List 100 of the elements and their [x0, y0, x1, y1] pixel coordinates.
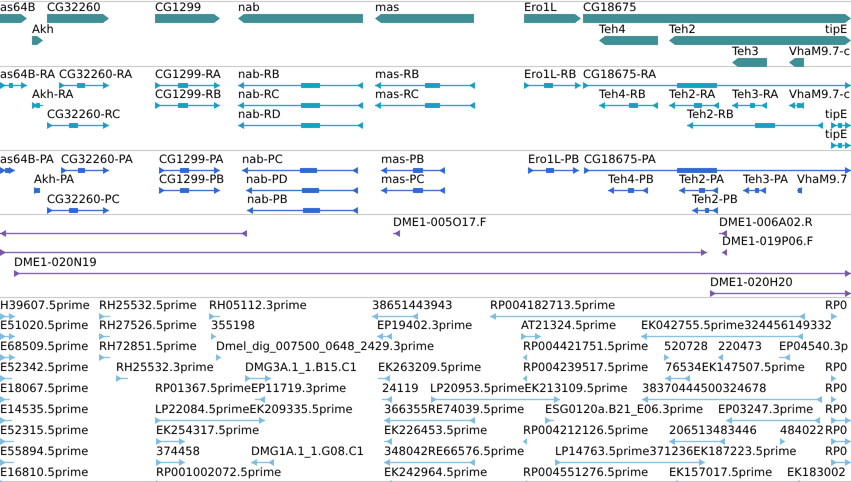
protein-label: VhaM9.7 [797, 173, 848, 186]
est-label: 24119 [382, 382, 419, 395]
est-label: RP0 [825, 361, 848, 374]
est-label: DMG1A.1_1.G08.C1 [251, 445, 364, 458]
est-label: RP001002072.5prime [156, 466, 282, 479]
est-label: 38651443943 [372, 299, 452, 312]
est-label: E18067.5prime [0, 382, 88, 395]
transcript-label: tipE [825, 108, 848, 121]
gene-label: mas [375, 1, 400, 14]
protein-label: Akh-PA [34, 173, 74, 186]
gene-label: Teh2 [669, 23, 696, 36]
est-label: EK263209.5prime [378, 361, 482, 374]
est-label: RP0 [825, 445, 848, 458]
est-label: E52315.5prime [0, 424, 88, 437]
est-label: LP22084.5primeEK209335.5prime [155, 403, 353, 416]
gene-label: CG18675 [583, 1, 637, 14]
clone-label: DME1-019P06.F [722, 235, 814, 248]
est-label: EP03247.3prime [718, 403, 814, 416]
est-label: RP004421751.5prime [523, 340, 648, 353]
gene-label: nab [238, 1, 260, 14]
transcript-label: VhaM9.7-c [789, 88, 850, 101]
transcript-label: mas-RB [375, 68, 420, 81]
est-label: RH27526.5prime [99, 319, 197, 332]
protein-label: CG32260-PA [61, 153, 133, 166]
est-label: Dmel_dig_007500_0648_2429.3prime [216, 340, 434, 353]
protein-label: Teh2-PB [692, 193, 738, 206]
protein-label: nab-PB [247, 193, 288, 206]
transcript-label: nab-RD [238, 108, 281, 121]
est-label: 76534EK147507.5prime [665, 361, 805, 374]
est-label: EP04540.3p [779, 340, 848, 353]
protein-label: CG1299-PA [159, 153, 224, 166]
transcript-label: Teh2-RA [669, 88, 716, 101]
clone-label: DME1-020H20 [710, 276, 793, 289]
protein-label: nab-PC [242, 153, 283, 166]
protein-label: mas-PC [381, 173, 424, 186]
gene-label: CG32260 [47, 1, 101, 14]
gene-label: Ero1L [524, 1, 557, 14]
protein-label: nab-PD [246, 173, 288, 186]
transcript-label: nab-RC [238, 88, 280, 101]
gene-label: Teh3 [732, 45, 759, 58]
est-label: RP004182713.5prime [490, 299, 616, 312]
est-label: RP0 [825, 403, 848, 416]
gene-label: CG1299 [155, 1, 202, 14]
gene-label: Akh [32, 23, 54, 36]
est-label: EK183002 [787, 466, 846, 479]
est-label: 366355RE74039.5prime [384, 403, 524, 416]
est-label: RP0 [825, 299, 848, 312]
est-label: RH25532.3prime [116, 361, 214, 374]
clone-label: DME1-006A02.R [719, 216, 813, 229]
est-label: E52342.5prime [0, 361, 88, 374]
est-label: E16810.5prime [0, 466, 88, 479]
est-label: ESG0120a.B21_E06.3prime [545, 403, 704, 416]
est-label: E14535.5prime [0, 403, 88, 416]
transcript-label: Teh3-RA [732, 88, 778, 101]
transcript-label: CG1299-RB [155, 88, 222, 101]
protein-label: CG18675-PA [584, 153, 656, 166]
est-label: RH05112.3prime [209, 299, 307, 312]
transcript-label: CG32260-RC [47, 108, 120, 121]
gene-label: as64B [0, 1, 36, 14]
protein-label: Ero1L-PB [528, 153, 580, 166]
est-label: LP20953.5primeEK213109.5prime [430, 382, 628, 395]
est-label: 374458 [156, 445, 200, 458]
transcript-label: CG32260-RA [59, 68, 132, 81]
protein-label: Teh2-PA [679, 173, 724, 186]
est-label: RP004212126.5prime [523, 424, 648, 437]
est-label: RH25532.5prime [99, 299, 197, 312]
est-label: RP0 [825, 382, 848, 395]
est-label: EK242964.5prime [384, 466, 488, 479]
est-label: AT21324.5prime [521, 319, 616, 332]
gene-label: VhaM9.7-c [789, 45, 850, 58]
est-label: 38370444500324678 [642, 382, 766, 395]
est-label: 520728 [664, 340, 708, 353]
est-label: EK042755.5prime324456149332 [641, 319, 832, 332]
est-label: EK226453.5prime [384, 424, 488, 437]
protein-label: mas-PB [381, 153, 424, 166]
protein-label: CG1299-PB [159, 173, 224, 186]
est-label: RP004551276.5prime [523, 466, 648, 479]
protein-label: as64B-PA [0, 153, 54, 166]
est-label: EK254317.5prime [156, 424, 260, 437]
transcript-label: CG18675-RA [583, 68, 656, 81]
transcript-label: Ero1L-RB [524, 68, 576, 81]
transcript-label: nab-RB [238, 68, 280, 81]
protein-label: Teh4-PB [608, 173, 654, 186]
transcript-label: mas-RC [375, 88, 419, 101]
est-label: E51020.5prime [0, 319, 88, 332]
est-label: EK157017.5prime [669, 466, 772, 479]
gene-label: tipE [825, 23, 848, 36]
est-label: 206513483446 [669, 424, 757, 437]
est-label: EP19402.3prime [377, 319, 472, 332]
est-label: E68509.5prime [0, 340, 88, 353]
transcript-label: tipE [825, 128, 848, 141]
est-label: 484022 [780, 424, 824, 437]
protein-label: CG32260-PC [47, 193, 120, 206]
protein-label: Teh3-PA [743, 173, 788, 186]
est-label: H39607.5prime [0, 299, 90, 312]
est-label: RP004239517.5prime [523, 361, 648, 374]
est-label: 220473 [718, 340, 762, 353]
est-label: RH72851.5prime [99, 340, 197, 353]
est-label: LP14763.5prime371236EK187223.5prime [555, 445, 796, 458]
est-label: RP01367.5primeEP11719.3prime [155, 382, 346, 395]
